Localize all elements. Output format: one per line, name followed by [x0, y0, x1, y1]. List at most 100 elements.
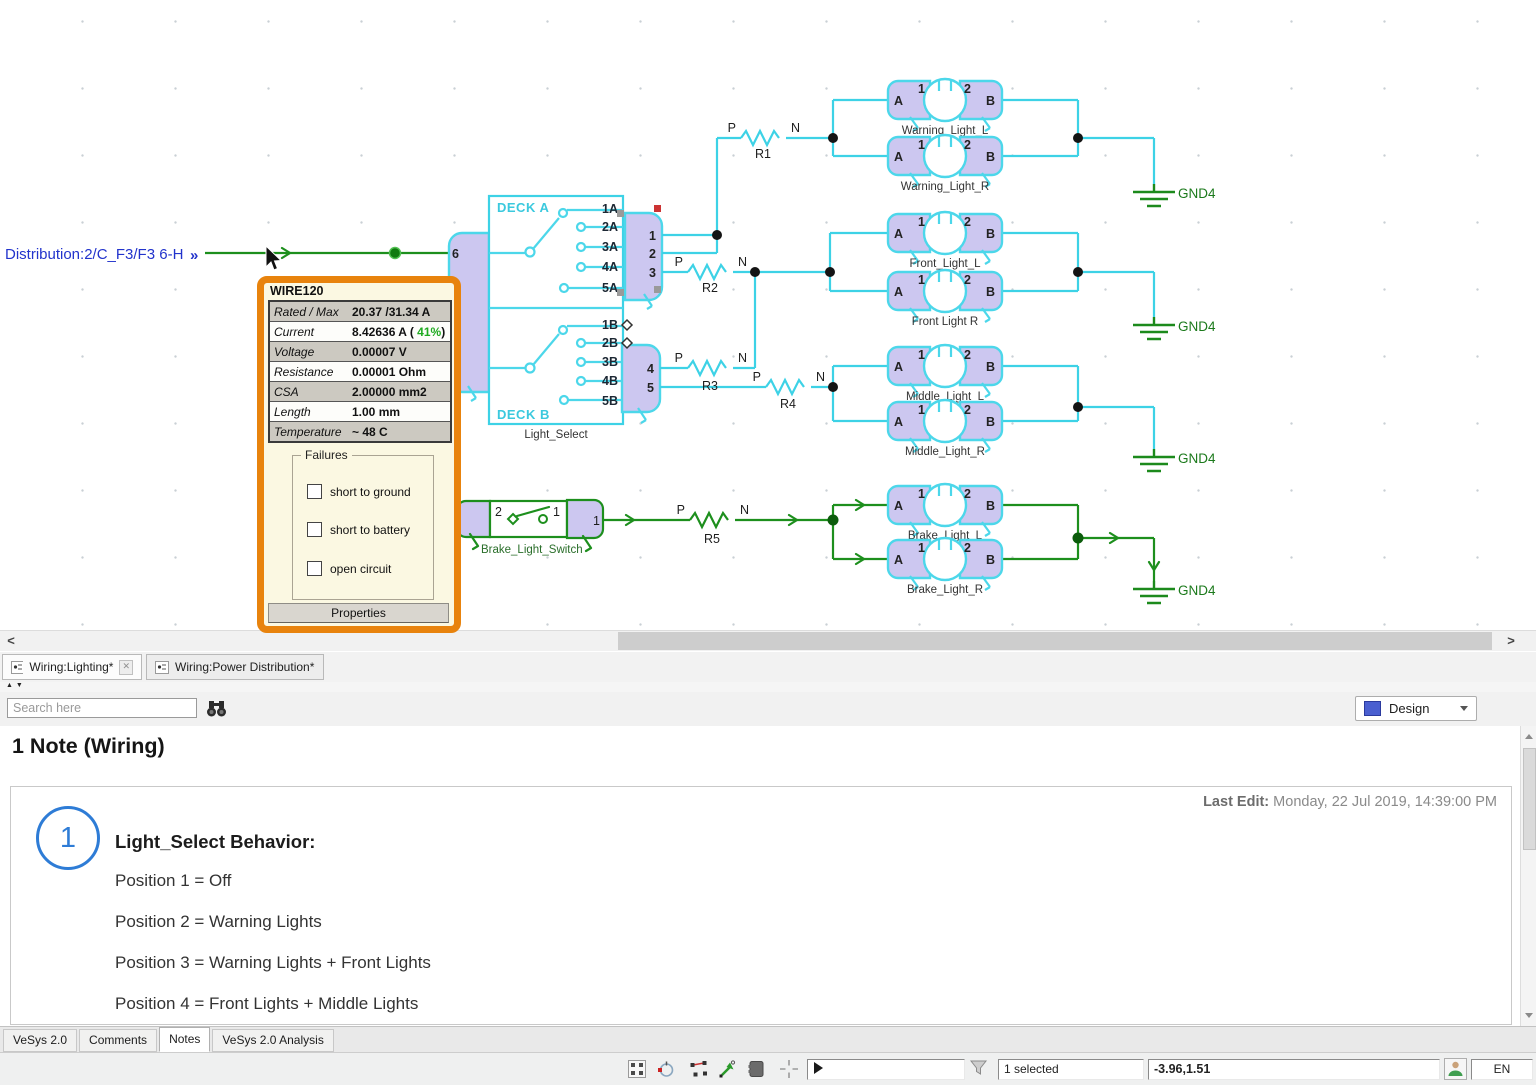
svg-text:6: 6: [452, 247, 459, 261]
lamp-front-light-l[interactable]: A 1 2 B Front_Light_L: [888, 212, 1002, 270]
select-wire-icon[interactable]: [718, 1060, 736, 1078]
lamp-brake-light-l[interactable]: A 1 2 B Brake_Light_L: [888, 484, 1002, 542]
lamp-middle-light-r[interactable]: A 1 2 B Middle_Light_R: [888, 400, 1002, 458]
tab-comments[interactable]: Comments: [79, 1029, 157, 1052]
scroll-left-icon[interactable]: <: [2, 631, 20, 650]
properties-button[interactable]: Properties: [268, 603, 449, 623]
notes-heading: 1 Note (Wiring): [12, 734, 165, 759]
tab-vesys[interactable]: VeSys 2.0: [3, 1029, 77, 1052]
lamp-warning-light-r[interactable]: A 1 2 B Warning_Light_R: [888, 135, 1002, 193]
svg-text:GND4: GND4: [1178, 451, 1216, 466]
svg-text:R5: R5: [704, 532, 720, 546]
selection-handle[interactable]: [654, 205, 661, 212]
filter-icon[interactable]: [970, 1060, 988, 1076]
distribution-feed-net[interactable]: Distribution:2/C_F3/F3 6-H »: [5, 246, 449, 264]
svg-text:R1: R1: [755, 147, 771, 161]
svg-text:1: 1: [918, 541, 925, 555]
svg-text:A: A: [894, 499, 903, 513]
playback-field[interactable]: [807, 1059, 965, 1080]
svg-text:2: 2: [649, 247, 656, 261]
svg-text:1: 1: [918, 273, 925, 287]
schematic-canvas[interactable]: Distribution:2/C_F3/F3 6-H » 6 DECK A DE…: [0, 0, 1536, 652]
ground-symbol[interactable]: GND4: [1133, 449, 1216, 471]
tab-wiring-lighting[interactable]: Wiring:Lighting* ✕: [2, 654, 142, 680]
svg-text:Front_Light_L: Front_Light_L: [910, 258, 982, 270]
notes-vscrollbar[interactable]: [1520, 726, 1536, 1026]
failure-open-circuit[interactable]: open circuit: [307, 561, 391, 576]
svg-text:1: 1: [593, 514, 600, 528]
svg-text:1: 1: [918, 403, 925, 417]
selection-handle[interactable]: [654, 286, 661, 293]
svg-text:1: 1: [649, 229, 656, 243]
snap-grid-icon[interactable]: [628, 1060, 646, 1078]
checkbox[interactable]: [307, 561, 322, 576]
checkbox[interactable]: [307, 522, 322, 537]
component-light-select[interactable]: 6 DECK A DECK B: [449, 196, 662, 441]
play-icon[interactable]: [813, 1062, 825, 1074]
note-line: Position 3 = Warning Lights + Front Ligh…: [115, 953, 431, 973]
crosshair-icon[interactable]: [780, 1060, 798, 1078]
note-number-badge: 1: [36, 806, 100, 870]
svg-text:5A: 5A: [602, 281, 618, 295]
canvas-hscrollbar[interactable]: < >: [0, 630, 1536, 651]
svg-text:1B: 1B: [602, 318, 618, 332]
svg-text:P: P: [753, 370, 761, 384]
svg-text:B: B: [986, 499, 995, 513]
bottom-tab-bar: VeSys 2.0 Comments Notes VeSys 2.0 Analy…: [0, 1026, 1536, 1052]
svg-text:P: P: [728, 121, 736, 135]
scroll-up-icon[interactable]: [1525, 734, 1533, 739]
lamp-middle-light-l[interactable]: A 1 2 B Middle_Light_L: [888, 345, 1002, 403]
lamp-front-light-r[interactable]: A 1 2 B Front Light R: [888, 270, 1002, 328]
scroll-thumb[interactable]: [618, 632, 1492, 650]
svg-text:1: 1: [918, 348, 925, 362]
tab-vesys-analysis[interactable]: VeSys 2.0 Analysis: [212, 1029, 333, 1052]
svg-text:B: B: [986, 360, 995, 374]
language-indicator[interactable]: EN: [1471, 1059, 1533, 1080]
selection-count: 1 selected: [998, 1059, 1144, 1080]
scroll-down-icon[interactable]: [1525, 1013, 1533, 1018]
ground-symbol[interactable]: GND4: [1133, 581, 1216, 603]
ground-symbol[interactable]: GND4: [1133, 184, 1216, 206]
notes-toolbar: Design: [0, 692, 1536, 727]
search-input[interactable]: [7, 698, 197, 718]
edit-path-icon[interactable]: [690, 1060, 708, 1078]
mouse-cursor-icon: [266, 246, 281, 270]
svg-text:P: P: [675, 351, 683, 365]
splitter-arrows-icon[interactable]: ▲▼: [6, 682, 26, 689]
svg-text:1: 1: [553, 505, 560, 519]
brake-lights-net[interactable]: 2 1 1 Brake_Light_Switch P N R5: [457, 500, 1159, 581]
svg-text:P: P: [677, 503, 685, 517]
failure-short-to-battery[interactable]: short to battery: [307, 522, 410, 537]
view-selector-dropdown[interactable]: Design: [1355, 696, 1477, 721]
scroll-thumb[interactable]: [1523, 748, 1536, 850]
svg-text:R2: R2: [702, 281, 718, 295]
lamp-brake-light-r[interactable]: A 1 2 B Brake_Light_R: [888, 538, 1002, 596]
lamp-warning-light-l[interactable]: A 1 2 B Warning_Light_L: [888, 79, 1002, 137]
component-tool-icon[interactable]: [748, 1060, 766, 1078]
svg-text:Warning_Light_R: Warning_Light_R: [901, 181, 989, 193]
close-icon[interactable]: ✕: [119, 660, 133, 675]
svg-text:Middle_Light_R: Middle_Light_R: [905, 446, 985, 458]
selection-handle[interactable]: [617, 289, 624, 296]
search-binoculars-icon[interactable]: [206, 700, 228, 718]
failure-short-to-ground[interactable]: short to ground: [307, 484, 411, 499]
svg-text:N: N: [738, 255, 747, 269]
tab-notes[interactable]: Notes: [159, 1027, 210, 1052]
svg-text:3: 3: [649, 266, 656, 280]
selection-handle[interactable]: [617, 210, 624, 217]
chevron-down-icon: [1460, 706, 1468, 711]
svg-text:4A: 4A: [602, 260, 618, 274]
svg-text:3A: 3A: [602, 240, 618, 254]
rotation-center-icon[interactable]: [657, 1060, 675, 1078]
deck-a-label: DECK A: [497, 200, 549, 215]
tab-wiring-power-distribution[interactable]: Wiring:Power Distribution*: [146, 654, 324, 680]
svg-text:B: B: [986, 553, 995, 567]
svg-text:4B: 4B: [602, 374, 618, 388]
checkbox[interactable]: [307, 484, 322, 499]
note-card[interactable]: Last Edit: Monday, 22 Jul 2019, 14:39:00…: [10, 786, 1512, 1025]
scroll-right-icon[interactable]: >: [1502, 631, 1520, 650]
user-button[interactable]: [1444, 1058, 1467, 1080]
ground-symbol[interactable]: GND4: [1133, 317, 1216, 339]
component-name: Light_Select: [524, 429, 588, 441]
